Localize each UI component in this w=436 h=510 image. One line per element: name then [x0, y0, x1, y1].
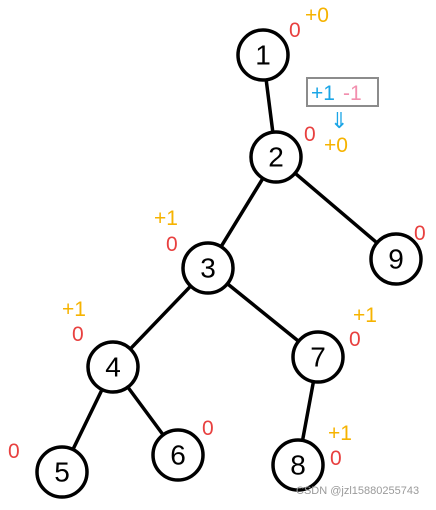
tree-nodes: 1 2 3 9 4 7 5 6 — [35, 28, 423, 499]
edge-4-6 — [126, 385, 165, 437]
tree-node-9: 9 — [369, 232, 423, 286]
tree-node-2: 2 — [249, 130, 303, 184]
node-circle — [236, 28, 290, 82]
edge-2-3 — [219, 176, 265, 249]
tree-node-4: 4 — [86, 340, 140, 394]
annotation-node-9-value: 0 — [414, 222, 426, 245]
edge-1-2 — [264, 78, 275, 134]
node-label: 9 — [388, 244, 404, 275]
node-circle — [86, 340, 140, 394]
edge-3-4 — [128, 284, 193, 351]
annotation-node-1-delta: +0 — [305, 4, 329, 27]
node-label: 1 — [255, 40, 271, 71]
node-circle — [369, 232, 423, 286]
tree-node-6: 6 — [151, 428, 205, 482]
annotation-node-3-delta: +1 — [154, 207, 178, 230]
annotation-node-7-value: 0 — [349, 328, 361, 351]
watermark-text: CSDN @jzl15880255743 — [296, 485, 419, 497]
annotation-node-3-value: 0 — [166, 233, 178, 256]
tree-node-1: 1 — [236, 28, 290, 82]
annotation-node-4-delta: +1 — [62, 298, 86, 321]
node-circle — [271, 438, 325, 492]
node-label: 5 — [54, 457, 70, 488]
node-circle — [181, 241, 235, 295]
edge-7-8 — [300, 379, 316, 443]
node-label: 4 — [105, 352, 121, 383]
tree-node-7: 7 — [291, 330, 345, 384]
node-circle — [249, 130, 303, 184]
edge-2-9 — [293, 171, 379, 245]
tree-node-5: 5 — [35, 445, 89, 499]
annotation-node-2-delta: +0 — [324, 134, 348, 157]
annotation-node-2-value: 0 — [304, 123, 316, 146]
node-circle — [151, 428, 205, 482]
annotation-node-7-delta: +1 — [353, 304, 377, 327]
node-annotations: 0 +0 0 +0 +1 0 0 +1 0 +1 0 0 0 +1 0 — [8, 4, 426, 470]
annotation-node-8-delta: +1 — [328, 422, 352, 445]
edge-3-7 — [225, 281, 301, 344]
node-label: 3 — [200, 253, 216, 284]
node-label: 2 — [268, 142, 284, 173]
node-circle — [291, 330, 345, 384]
tree-edges — [71, 78, 379, 452]
node-circle — [35, 445, 89, 499]
annotation-node-8-value: 0 — [330, 447, 342, 470]
update-box-minus: -1 — [343, 82, 362, 105]
update-box-plus: +1 — [311, 82, 335, 105]
node-label: 8 — [290, 450, 306, 481]
down-double-arrow-icon: ⇓ — [330, 108, 348, 133]
tree-node-8: 8 — [271, 438, 325, 492]
update-box: +1 -1 ⇓ — [306, 77, 379, 133]
node-label: 7 — [310, 342, 326, 373]
annotation-node-5-value: 0 — [8, 440, 20, 463]
annotation-node-4-value: 0 — [72, 323, 84, 346]
update-box-frame — [306, 77, 379, 107]
tree-node-3: 3 — [181, 241, 235, 295]
edge-4-5 — [71, 387, 104, 452]
annotation-node-1-value: 0 — [289, 19, 301, 42]
annotation-node-6-value: 0 — [202, 417, 214, 440]
node-label: 6 — [170, 440, 186, 471]
